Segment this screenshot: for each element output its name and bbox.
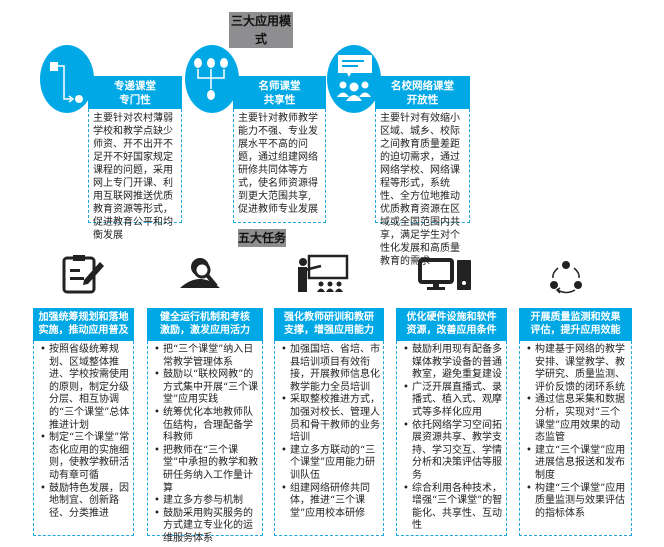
task-header: 强化教师研训和教研 支撑，增强应用能力 (274, 308, 384, 341)
task-list: 把“三个课堂”纳入日常教学管理体系鼓励以“联校网教”的方式集中开展“三个课堂”应… (147, 341, 263, 544)
task-title-line: 实施，推动应用普及 (38, 325, 129, 336)
task-item: 采取整校推进方式，加强对校长、管理人员和骨干教师的业务培训 (281, 394, 380, 444)
mode-description: 主要针对教师教学能力不强、专业发展水平不高的问题，通过组建网络研修共同体等方式，… (233, 109, 326, 223)
mode-icon-circle (327, 45, 381, 113)
mode-icon-circle (185, 45, 239, 113)
task-list: 加强国培、省培、市县培训项目有效衔接，开展教师信息化教学能力全员培训采取整校推进… (274, 341, 384, 536)
group-chat-icon (337, 55, 372, 101)
computer-icon (418, 258, 471, 290)
mode-subtitle: 专门性 (119, 94, 151, 106)
task-item: 按照省级统筹规划、区域整体推进、学校按需使用的原则，制定分级分层、相互协调的“三… (40, 344, 130, 432)
task-item: 建立多方联动的“三个课堂”应用能力研训队伍 (281, 445, 380, 483)
task-title-line: 资源，改善应用条件 (406, 325, 497, 336)
task-title-line: 优化硬件设施和软件 (406, 312, 497, 323)
task-item: 组建网络研修共同体，推进“三个课堂”应用校本研修 (281, 483, 380, 521)
mode-description: 主要针对农村薄弱学校和教学点缺少师资、开不出开不足开不好国家规定课程的问题，采用… (88, 109, 182, 241)
mode-title: 名师课堂 (258, 80, 301, 92)
task-item: 构建基于网络的教学安排、课堂教学、教学研究、质量监测、评价反馈的闭环系统 (526, 344, 628, 394)
task-item: 把“三个课堂”纳入日常教学管理体系 (154, 344, 259, 369)
task-title-line: 加强统筹规划和落地 (38, 312, 129, 323)
clipboard-pen-icon (62, 255, 104, 294)
section-title-modes: 三大应用模式 (229, 12, 293, 48)
cycle-icon (550, 261, 582, 294)
mode-header: 名校网络课堂 开放性 (375, 76, 470, 109)
mode-subtitle: 开放性 (406, 94, 439, 106)
teacher-board-icon (298, 254, 349, 292)
task-title-line: 强化教师研训和教研 (284, 312, 374, 323)
task-header: 开展质量监测和效果 评估，提升应用效能 (519, 308, 632, 341)
task-item: 把教师在“三个课堂”中承担的教学和教研任务纳入工作量计算 (154, 445, 259, 495)
task-item: 建立多方参与机制 (154, 495, 259, 508)
mode-header: 名师课堂 共享性 (233, 76, 326, 109)
task-title-line: 健全运行机制和考核 (160, 312, 250, 323)
mode-subtitle: 共享性 (263, 94, 296, 106)
task-list: 鼓励利用现有配备多媒体教学设备的普通教室，避免重复建设广泛开展直播式、录播式、植… (396, 341, 507, 536)
mode-title: 名校网络课堂 (391, 80, 454, 92)
user-search-icon (180, 258, 220, 288)
task-title-line: 激励，激发应用活力 (160, 325, 250, 336)
task-item: 鼓励以“联校网教”的方式集中开展“三个课堂”应用实践 (154, 369, 259, 407)
task-item: 鼓励利用现有配备多媒体教学设备的普通教室，避免重复建设 (403, 344, 503, 382)
task-item: 建立“三个课堂”应用进展信息报送和发布制度 (526, 445, 628, 483)
task-header: 优化硬件设施和软件 资源，改善应用条件 (396, 308, 507, 341)
section-title-tasks: 五大任务 (238, 229, 287, 247)
task-list: 按照省级统筹规划、区域整体推进、学校按需使用的原则，制定分级分层、相互协调的“三… (33, 341, 134, 536)
task-header: 健全运行机制和考核 激励，激发应用活力 (147, 308, 263, 341)
task-title-line: 评估，提升应用效能 (530, 325, 621, 336)
mode-title: 专递课堂 (114, 80, 156, 92)
flow-arrow-icon (50, 62, 83, 103)
task-item: 构建“三个课堂”应用质量监测与效果评估的指标体系 (526, 483, 628, 521)
task-title-line: 开展质量监测和效果 (530, 312, 621, 323)
task-title-line: 支撑，增强应用能力 (284, 325, 374, 336)
mode-header: 专递课堂 专门性 (88, 76, 182, 109)
task-item: 依托网络学习空间拓展资源共享、教学支持、学习交互、学情分析和决策评估等服务 (403, 420, 503, 483)
task-item: 鼓励采用购买服务的方式建立专业化的运维服务体系 (154, 508, 259, 546)
task-item: 通过信息采集和数据分析，实现对“三个课堂”应用效果的动态监管 (526, 394, 628, 444)
mode-description: 主要针对有效缩小区域、城乡、校际之间教育质量差距的迫切需求，通过网络学校、网络课… (375, 109, 470, 267)
task-item: 制定“三个课堂”常态化应用的实施细则，使教学教研活动有章可循 (40, 432, 130, 482)
task-item: 广泛开展直播式、录播式、植入式、观摩式等多样化应用 (403, 382, 503, 420)
hierarchy-icon (194, 58, 228, 100)
task-item: 综合利用各种技术，增强“三个课堂”的智能化、共享性、互动性 (403, 483, 503, 533)
task-item: 鼓励特色发展，因地制宜、创新路径、分类推进 (40, 483, 130, 521)
task-list: 构建基于网络的教学安排、课堂教学、教学研究、质量监测、评价反馈的闭环系统通过信息… (519, 341, 632, 536)
task-header: 加强统筹规划和落地 实施，推动应用普及 (33, 308, 134, 341)
task-item: 统筹优化本地教师队伍结构，合理配备学科教师 (154, 407, 259, 445)
mode-icon-circle (40, 45, 94, 113)
task-item: 加强国培、省培、市县培训项目有效衔接，开展教师信息化教学能力全员培训 (281, 344, 380, 394)
